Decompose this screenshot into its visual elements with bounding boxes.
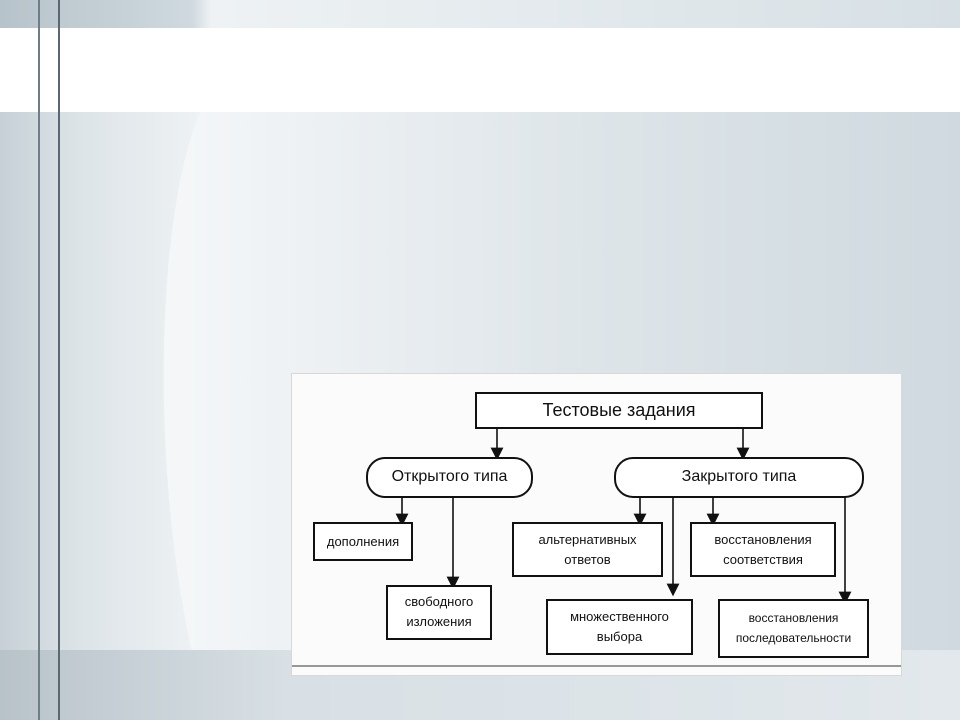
closed-type-box [614,457,864,498]
box-alternative-answers [512,522,663,577]
open-type-box [366,457,533,498]
matching-label: восстановления соответствия [714,532,812,567]
free-statement-label: свободного изложения [404,594,474,629]
closed-type-label: Закрытого типа [681,468,797,485]
diagram-image: Тестовые задания Открытого типа Закрытог… [291,373,902,676]
title-strip [0,28,960,112]
box-matching [690,522,836,577]
root-label: Тестовые задания [542,400,696,420]
decor-line-1 [38,0,40,720]
diagram-lines [292,392,901,667]
box-multiple-choice [546,599,693,655]
sequence-label: восстановления последовательности [735,611,852,645]
decor-line-2 [58,0,60,720]
open-type-label: Открытого типа [391,468,508,485]
root-box [475,392,763,429]
box-completion [313,522,413,561]
box-free-statement [386,585,492,640]
alternative-answers-label: альтернативных ответов [538,532,637,567]
box-sequence [718,599,869,658]
completion-label: дополнения [326,534,400,549]
top-band [0,0,960,28]
multiple-choice-label: множественного выбора [570,609,669,644]
